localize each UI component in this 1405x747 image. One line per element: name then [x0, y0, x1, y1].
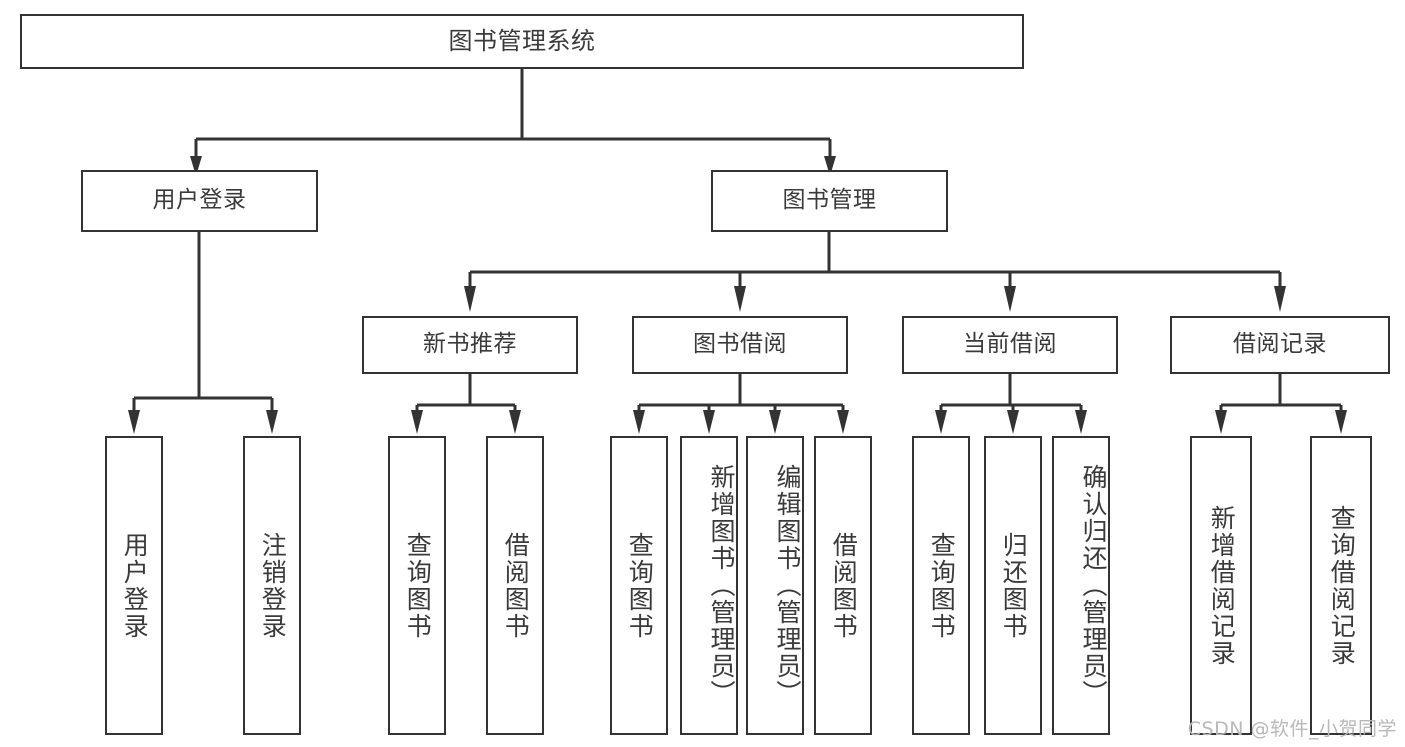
node-current-borrow-label: 当前借阅 — [963, 331, 1057, 358]
arrowhead-leaf-borrow-book-1 — [509, 410, 521, 434]
node-new-book-recommend-label: 新书推荐 — [423, 331, 517, 358]
arrowhead-leaf-return-book — [1007, 410, 1019, 434]
node-user-login[interactable]: 用户登录 — [81, 170, 318, 232]
node-leaf-user-login-label: 用户登录 — [120, 531, 150, 640]
node-leaf-edit-book-admin-label: 编辑图书（管理员） — [773, 464, 802, 707]
arrowhead-leaf-query-book-3 — [935, 410, 947, 434]
node-leaf-query-book-1-label: 查询图书 — [403, 531, 433, 640]
arrowhead-borrow-record — [1274, 286, 1286, 312]
node-leaf-borrow-book-1[interactable]: 借阅图书 — [486, 436, 544, 735]
node-leaf-query-book-3-label: 查询图书 — [927, 531, 957, 640]
arrowhead-leaf-edit-book-admin — [769, 410, 781, 434]
node-leaf-logout[interactable]: 注销登录 — [243, 436, 301, 735]
node-leaf-query-book-2[interactable]: 查询图书 — [610, 436, 668, 735]
node-new-book-recommend[interactable]: 新书推荐 — [362, 316, 578, 374]
watermark-text: CSDN @软件_小贺同学 — [1187, 718, 1397, 740]
node-book-manage-label: 图书管理 — [782, 187, 877, 214]
node-leaf-borrow-book-2[interactable]: 借阅图书 — [814, 436, 872, 735]
node-borrow-record[interactable]: 借阅记录 — [1170, 316, 1390, 374]
node-leaf-confirm-return-admin[interactable]: 确认归还（管理员） — [1052, 436, 1110, 735]
node-root[interactable]: 图书管理系统 — [20, 14, 1024, 69]
node-user-login-label: 用户登录 — [152, 187, 247, 214]
node-leaf-return-book-label: 归还图书 — [999, 531, 1029, 640]
arrowhead-book-borrow — [734, 286, 746, 312]
node-root-label: 图书管理系统 — [448, 27, 596, 56]
node-borrow-record-label: 借阅记录 — [1233, 331, 1327, 358]
arrowhead-new-book-recommend — [464, 286, 476, 312]
node-leaf-logout-label: 注销登录 — [258, 531, 288, 640]
arrowhead-leaf-user-login — [128, 410, 140, 434]
node-leaf-add-book-admin[interactable]: 新增图书（管理员） — [680, 436, 738, 735]
arrowhead-leaf-query-book-1 — [411, 410, 423, 434]
node-current-borrow[interactable]: 当前借阅 — [902, 316, 1118, 374]
arrowhead-leaf-borrow-book-2 — [837, 410, 849, 434]
node-book-borrow-label: 图书借阅 — [693, 331, 787, 358]
arrowhead-leaf-confirm-return — [1075, 410, 1087, 434]
node-leaf-query-borrow-record-label: 查询借阅记录 — [1327, 504, 1357, 667]
arrowhead-leaf-add-book-admin — [703, 410, 715, 434]
node-leaf-query-book-1[interactable]: 查询图书 — [388, 436, 446, 735]
node-book-manage[interactable]: 图书管理 — [711, 170, 948, 232]
node-leaf-user-login[interactable]: 用户登录 — [105, 436, 163, 735]
arrowhead-leaf-query-borrow-record — [1335, 410, 1347, 434]
node-leaf-return-book[interactable]: 归还图书 — [984, 436, 1042, 735]
node-leaf-add-borrow-record[interactable]: 新增借阅记录 — [1190, 436, 1252, 735]
node-leaf-borrow-book-2-label: 借阅图书 — [829, 531, 859, 640]
node-leaf-query-borrow-record[interactable]: 查询借阅记录 — [1310, 436, 1372, 735]
node-leaf-edit-book-admin[interactable]: 编辑图书（管理员） — [746, 436, 804, 735]
arrowhead-leaf-query-book-2 — [633, 410, 645, 434]
arrowhead-current-borrow — [1004, 286, 1016, 312]
arrowhead-leaf-add-borrow-record — [1215, 410, 1227, 434]
arrowhead-leaf-logout — [266, 410, 278, 434]
node-leaf-borrow-book-1-label: 借阅图书 — [501, 531, 531, 640]
node-leaf-add-borrow-record-label: 新增借阅记录 — [1207, 504, 1237, 667]
node-leaf-query-book-2-label: 查询图书 — [625, 531, 655, 640]
node-leaf-query-book-3[interactable]: 查询图书 — [912, 436, 970, 735]
node-book-borrow[interactable]: 图书借阅 — [632, 316, 848, 374]
node-leaf-confirm-return-admin-label: 确认归还（管理员） — [1079, 464, 1108, 707]
node-leaf-add-book-admin-label: 新增图书（管理员） — [707, 464, 736, 707]
